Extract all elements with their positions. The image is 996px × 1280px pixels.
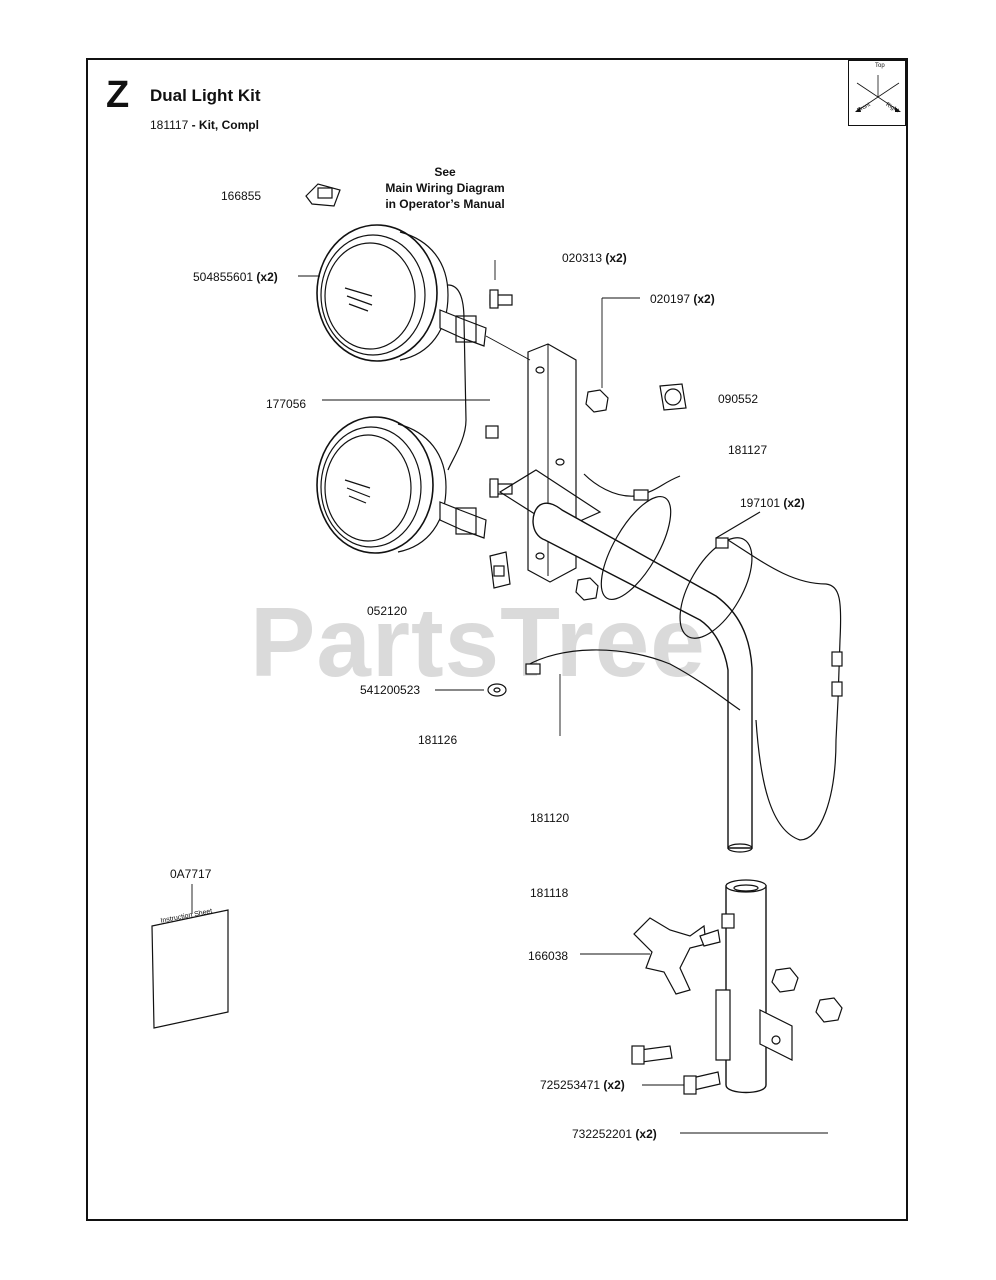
light-tube [532,502,753,853]
kit-subtitle: 181117 - Kit, Compl [150,118,259,132]
label-177056: 177056 [266,397,307,411]
qty-504855601: (x2) [256,270,278,284]
wiring-note: See Main Wiring Diagram in Operator’s Ma… [360,164,530,212]
qty-020197: (x2) [693,292,715,306]
nut-a [771,967,799,993]
label-020313: 020313 (x2) [562,251,627,265]
washer [487,683,507,697]
label-197101: 197101 (x2) [740,496,805,510]
qty-020313: (x2) [605,251,627,265]
label-181126: 181126 [418,733,458,747]
lower-lamp [316,416,487,554]
nut-lower [575,577,599,601]
orientation-arrows-icon [855,75,901,112]
part-725253471: 725253471 [540,1078,601,1092]
note-line-3: in Operator’s Manual [385,197,505,211]
bolt-lower [489,478,513,498]
wire-harness [525,473,843,841]
label-181118: 181118 [530,886,569,900]
bolt-b [683,1071,721,1095]
label-166038: 166038 [528,949,569,963]
fuse-icon [305,183,341,207]
note-line-1: See [434,165,456,179]
note-line-2: Main Wiring Diagram [385,181,505,195]
part-504855601: 504855601 [193,270,254,284]
label-541200523: 541200523 [360,683,421,697]
nut-b [815,997,843,1023]
upper-lamp [316,224,487,362]
orientation-box: Top Front Right [848,60,906,126]
label-0A7717: 0A7717 [170,867,212,881]
grommet [659,383,687,411]
label-181120: 181120 [530,811,570,825]
qty-725253471: (x2) [603,1078,625,1092]
label-166855: 166855 [221,189,262,203]
bolt-upper [489,289,513,309]
label-504855601: 504855601 (x2) [193,270,278,284]
star-knob [633,913,735,995]
kit-number: 181117 [150,118,189,132]
label-090552: 090552 [718,392,759,406]
qty-197101: (x2) [783,496,805,510]
part-732252201: 732252201 [572,1127,633,1141]
part-020197: 020197 [650,292,691,306]
part-020313: 020313 [562,251,603,265]
page-title: Dual Light Kit [150,86,261,105]
qty-732252201: (x2) [635,1127,657,1141]
section-letter: Z [106,74,130,116]
orient-top: Top [875,63,885,69]
label-725253471: 725253471 (x2) [540,1078,625,1092]
instruction-sheet [151,909,229,1029]
kit-description: - Kit, Compl [188,118,259,132]
label-020197: 020197 (x2) [650,292,715,306]
label-732252201: 732252201 (x2) [572,1127,657,1141]
leader-lines [191,260,828,1134]
watermark: PartsTree [250,587,706,697]
lower-tube [715,879,793,1094]
label-052120: 052120 [367,604,408,618]
bolt-a [631,1045,673,1065]
nut-upper [585,389,609,413]
part-197101: 197101 [740,496,781,510]
label-181127: 181127 [728,443,768,457]
diagram-frame [86,58,908,1221]
switch [489,551,511,589]
